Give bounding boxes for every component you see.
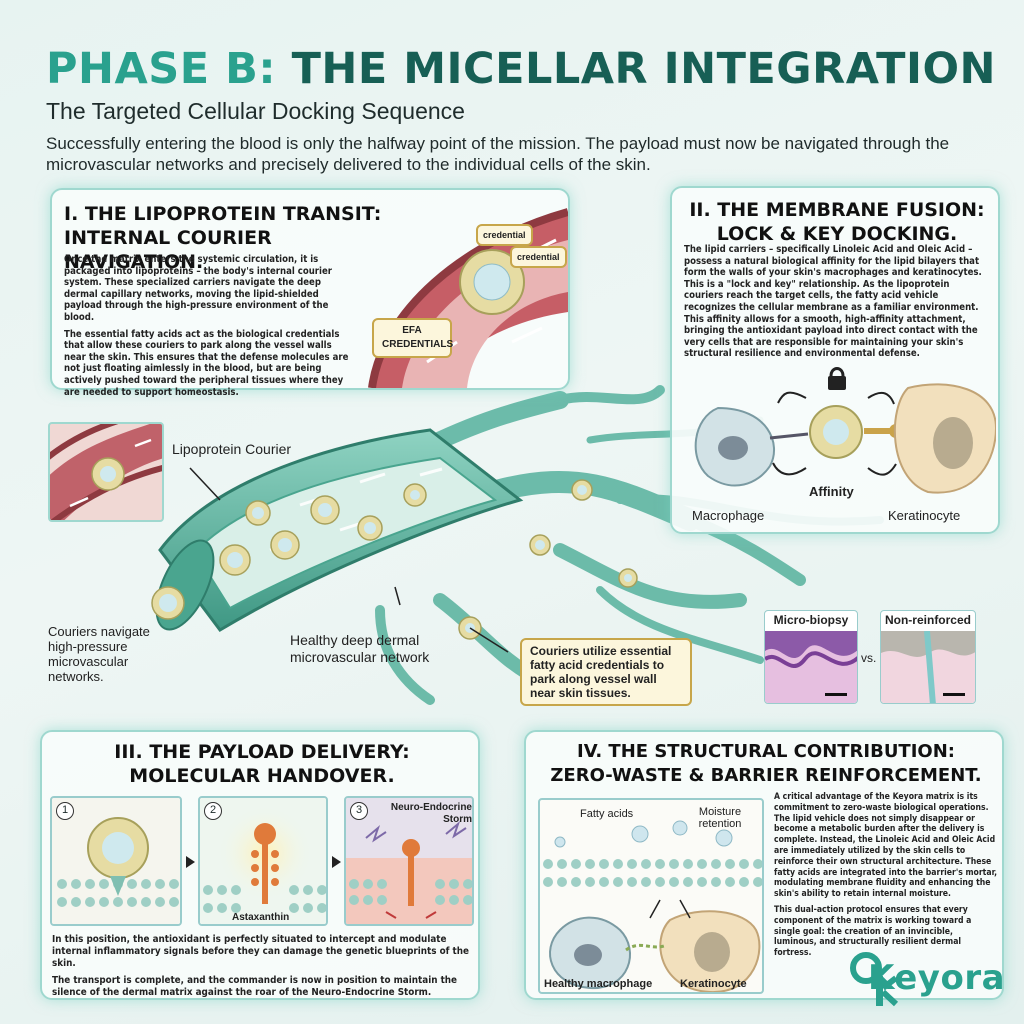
panel1-heading-line2: INTERNAL COURIER NAVIGATION. (64, 227, 272, 273)
panel2-heading-line2: LOCK & KEY DOCKING. (716, 223, 958, 245)
macrophage-label: Macrophage (692, 508, 765, 523)
panel1-heading-line1: I. THE LIPOPROTEIN TRANSIT: (64, 203, 382, 225)
moisture-retention-label: Moisture retention (698, 806, 742, 830)
step-3-number: 3 (350, 802, 368, 820)
delivery-step-3: 3 Neuro-Endocrine Storm (344, 796, 474, 926)
barrier-illustration: Fatty acids Moisture retention Healthy m… (538, 798, 764, 994)
intro-text: Successfully entering the blood is only … (46, 134, 950, 174)
panel2-body: The lipid carriers – specifically Linole… (684, 244, 982, 360)
couriers-navigate-note: Couriers navigate high-pressure microvas… (48, 624, 150, 684)
title-phase: PHASE B: (46, 44, 277, 94)
credential-tag-2: credential (510, 246, 567, 268)
panel4-heading-line2: ZERO-WASTE & BARRIER REINFORCEMENT. (550, 765, 982, 786)
vs-label: vs. (861, 651, 877, 665)
micro-biopsy-image: Micro-biopsy (764, 610, 858, 704)
panel1-body: Once the matrix enters the systemic circ… (64, 254, 354, 403)
panel1-para2: The essential fatty acids act as the bio… (64, 328, 349, 398)
fatty-acids-label: Fatty acids (580, 808, 634, 820)
keyora-logo: Keyora (848, 948, 1008, 1008)
panel-payload-delivery: III. THE PAYLOAD DELIVERY: MOLECULAR HAN… (40, 730, 480, 1000)
lipoprotein-courier-label: Lipoprotein Courier (172, 441, 292, 457)
panel4-para2: This dual-action protocol ensures that e… (774, 904, 972, 959)
step-arrow-2 (332, 856, 341, 868)
panel4-body: A critical advantage of the Keyora matri… (774, 792, 998, 964)
panel4-para1: A critical advantage of the Keyora matri… (774, 792, 998, 900)
panel3-heading: III. THE PAYLOAD DELIVERY: MOLECULAR HAN… (52, 740, 472, 788)
lock-key-docking-illustration (694, 367, 996, 494)
blood-vessel-illustration (368, 208, 568, 388)
panel-membrane-fusion: II. THE MEMBRANE FUSION: LOCK & KEY DOCK… (670, 186, 1000, 534)
page-title: PHASE B: THE MICELLAR INTEGRATION (46, 44, 1006, 94)
panel-structural-contribution: IV. THE STRUCTURAL CONTRIBUTION: ZERO-WA… (524, 730, 1004, 1000)
page-subtitle: The Targeted Cellular Docking Sequence (46, 98, 465, 124)
panel1-heading: I. THE LIPOPROTEIN TRANSIT: INTERNAL COU… (64, 202, 394, 274)
step-1-number: 1 (56, 802, 74, 820)
delivery-step-1: 1 (50, 796, 182, 926)
brand-name: Keyora (868, 958, 1006, 998)
storm-label: Neuro-Endocrine Storm (390, 802, 472, 825)
panel3-body: In this position, the antioxidant is per… (52, 934, 472, 1004)
astaxanthin-label: Astaxanthin (232, 912, 290, 923)
delivery-step-2: 2 Astaxanthin (198, 796, 328, 926)
panel-lipoprotein-transit: I. THE LIPOPROTEIN TRANSIT: INTERNAL COU… (50, 188, 570, 398)
panel3-para2: The transport is complete, and the comma… (52, 975, 458, 998)
credential-tag-1: credential (476, 224, 533, 246)
panel3-para1: In this position, the antioxidant is per… (52, 934, 469, 969)
keratinocyte-label: Keratinocyte (888, 508, 961, 523)
step-2-number: 2 (204, 802, 222, 820)
micro-biopsy-label: Micro-biopsy (773, 613, 849, 627)
healthy-macrophage-label: Healthy macrophage (544, 978, 653, 990)
panel3-heading-line2: MOLECULAR HANDOVER. (129, 765, 395, 787)
non-reinforced-label: Non-reinforced (884, 613, 971, 627)
affinity-label: Affinity (809, 484, 854, 499)
panel2-heading: II. THE MEMBRANE FUSION: LOCK & KEY DOCK… (682, 198, 992, 246)
panel4-heading: IV. THE STRUCTURAL CONTRIBUTION: ZERO-WA… (534, 740, 998, 788)
efa-credentials-tag: EFA CREDENTIALS (372, 318, 453, 358)
step-arrow-1 (186, 856, 195, 868)
panel1-para1: Once the matrix enters the systemic circ… (64, 254, 332, 323)
non-reinforced-image: Non-reinforced (880, 610, 976, 704)
capillary-network-illustration (151, 385, 884, 705)
panel4-heading-line1: IV. THE STRUCTURAL CONTRIBUTION: (577, 741, 955, 762)
courier-inset (48, 422, 164, 522)
panel2-heading-line1: II. THE MEMBRANE FUSION: (689, 199, 985, 221)
network-label: Healthy deep dermal microvascular networ… (290, 632, 430, 665)
title-main: THE MICELLAR INTEGRATION (291, 44, 997, 94)
courier-particles (151, 479, 638, 640)
keratinocyte-label-2: Keratinocyte (680, 978, 747, 990)
credentials-callout: Couriers utilize essential fatty acid cr… (520, 638, 692, 706)
panel3-heading-line1: III. THE PAYLOAD DELIVERY: (114, 741, 410, 763)
